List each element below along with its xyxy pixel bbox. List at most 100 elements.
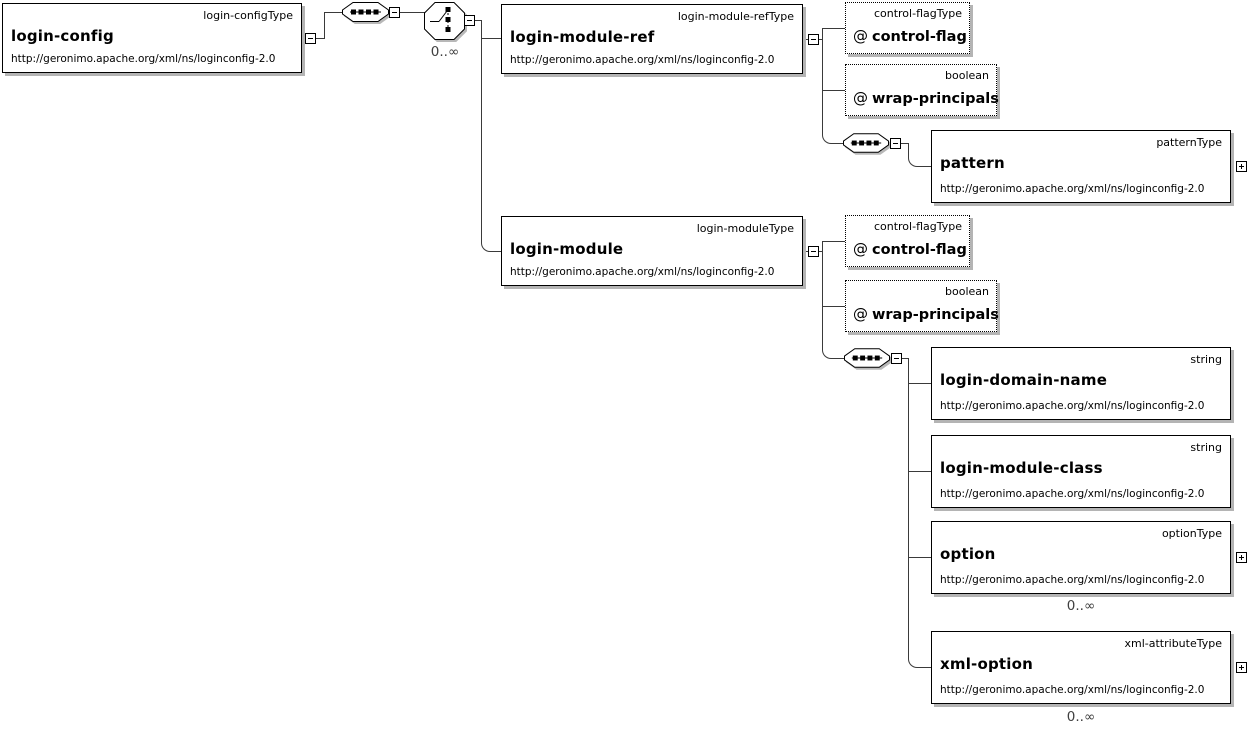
connector-line [901,143,908,144]
element-type-label: string [1190,353,1222,366]
element-box-login-module-class[interactable]: string login-module-class http://geronim… [931,435,1231,508]
connector-corner [822,134,834,144]
connector-corner [481,242,493,252]
element-box-login-domain-name[interactable]: string login-domain-name http://geronimo… [931,347,1231,420]
connector-line [822,241,845,242]
connector-line [822,90,845,91]
connector-line [819,39,823,40]
sequence-icon[interactable] [342,2,389,26]
attribute-box-control-flag[interactable]: control-flagType @control-flag [845,2,970,54]
element-type-label: optionType [1161,527,1222,540]
at-sign: @ [853,240,868,258]
attribute-type-label: control-flagType [873,7,962,20]
element-type-label: login-moduleType [696,222,794,235]
expand-toggle-plus-icon[interactable] [1236,662,1247,673]
collapse-toggle-minus-icon[interactable] [808,246,819,257]
attribute-type-label: boolean [945,285,989,298]
element-type-label: patternType [1156,136,1222,149]
element-box-login-module[interactable]: login-moduleType login-module http://ger… [501,216,803,286]
connector-line [803,39,808,40]
connector-line [301,38,306,39]
collapse-toggle-minus-icon[interactable] [808,34,819,45]
connector-line [918,667,931,668]
connector-corner [908,157,920,167]
collapse-toggle-minus-icon[interactable] [305,33,316,44]
element-name: option [940,545,996,563]
element-namespace: http://geronimo.apache.org/xml/ns/loginc… [510,266,775,278]
connector-line [475,20,482,21]
element-box-xml-option[interactable]: xml-attributeType xml-option http://gero… [931,631,1231,704]
element-box-login-config[interactable]: login-configType login-config http://ger… [2,3,302,73]
connector-line [481,20,482,242]
element-name: login-module-class [940,459,1103,477]
element-box-login-module-ref[interactable]: login-module-refType login-module-ref ht… [501,4,803,74]
element-box-pattern[interactable]: patternType pattern http://geronimo.apac… [931,130,1231,203]
attribute-box-control-flag[interactable]: control-flagType @control-flag [845,215,970,267]
element-namespace: http://geronimo.apache.org/xml/ns/loginc… [940,183,1205,195]
cardinality-label: 0..∞ [1066,709,1096,725]
expand-toggle-plus-icon[interactable] [1236,161,1247,172]
element-type-label: string [1190,441,1222,454]
connector-line [822,306,845,307]
element-name: login-module [510,240,624,258]
element-box-option[interactable]: optionType option http://geronimo.apache… [931,521,1231,594]
connector-line [908,471,931,472]
connector-line [822,28,845,29]
connector-line [902,358,908,359]
connector-line [490,251,501,252]
element-type-label: login-configType [203,9,293,22]
cardinality-label: 0..∞ [1066,598,1096,614]
attribute-name: @control-flag [853,240,967,258]
attribute-name: @wrap-principals [853,89,999,107]
connector-line [908,358,909,659]
element-namespace: http://geronimo.apache.org/xml/ns/loginc… [11,53,276,65]
element-namespace: http://geronimo.apache.org/xml/ns/loginc… [940,400,1205,412]
at-sign: @ [853,305,868,323]
collapse-toggle-minus-icon[interactable] [890,138,901,149]
connector-line [316,38,325,39]
attribute-name: @control-flag [853,27,967,45]
connector-line [819,251,823,252]
element-namespace: http://geronimo.apache.org/xml/ns/loginc… [940,574,1205,586]
connector-corner [822,349,834,359]
at-sign: @ [853,89,868,107]
connector-line [833,143,843,144]
element-name: login-domain-name [940,371,1108,389]
element-namespace: http://geronimo.apache.org/xml/ns/loginc… [510,54,775,66]
connector-line [324,12,325,39]
connector-line [833,358,844,359]
attribute-type-label: boolean [945,69,989,82]
sequence-icon[interactable] [844,348,890,372]
element-type-label: login-module-refType [677,10,794,23]
attribute-box-wrap-principals[interactable]: boolean @wrap-principals [845,280,999,332]
attribute-type-label: control-flagType [873,220,962,233]
connector-corner [908,658,920,668]
element-namespace: http://geronimo.apache.org/xml/ns/loginc… [940,684,1205,696]
element-name: pattern [940,154,1005,172]
collapse-toggle-minus-icon[interactable] [389,7,400,18]
connector-line [400,12,428,13]
connector-line [918,166,931,167]
expand-toggle-plus-icon[interactable] [1236,552,1247,563]
sequence-icon[interactable] [843,133,889,157]
connector-line [324,12,342,13]
connector-line [908,557,931,558]
connector-line [481,38,501,39]
cardinality-label: 0..∞ [430,44,460,60]
attribute-box-wrap-principals[interactable]: boolean @wrap-principals [845,64,999,116]
collapse-toggle-minus-icon[interactable] [891,353,902,364]
connector-line [908,143,909,158]
connector-line [908,383,931,384]
connector-line [822,241,823,350]
element-name: xml-option [940,655,1034,673]
element-namespace: http://geronimo.apache.org/xml/ns/loginc… [940,488,1205,500]
collapse-toggle-minus-icon[interactable] [464,15,475,26]
element-type-label: xml-attributeType [1124,637,1223,650]
at-sign: @ [853,27,868,45]
connector-line [803,251,808,252]
choice-icon[interactable] [424,2,465,44]
element-name: login-module-ref [510,28,655,46]
connector-line [822,28,823,134]
element-name: login-config [11,27,114,45]
